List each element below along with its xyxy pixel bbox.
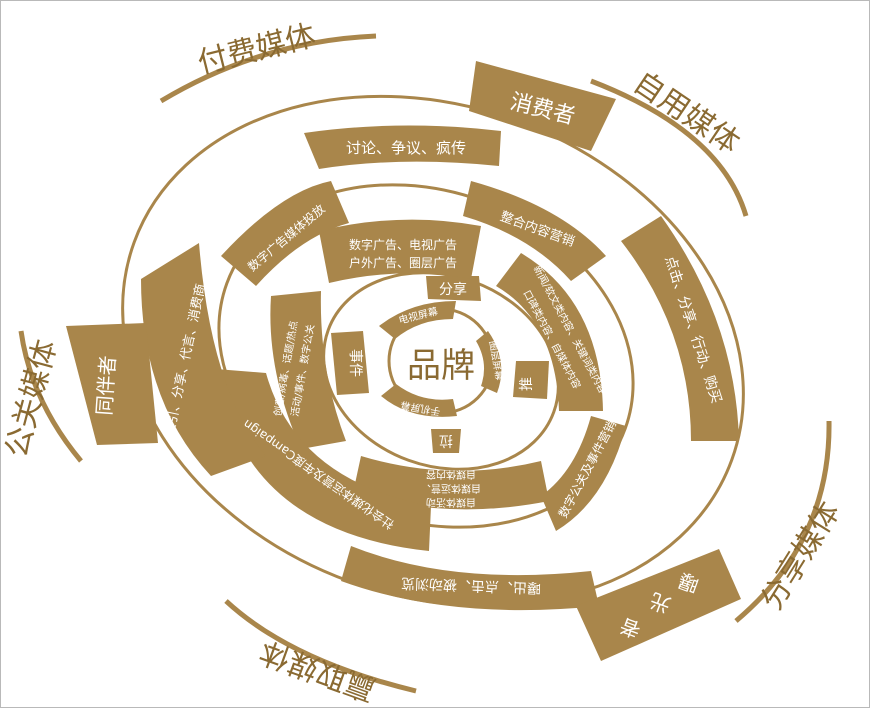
ring4 — [216, 181, 626, 551]
ring5-discuss-label: 讨论、争议、疯传 — [346, 139, 466, 157]
shared-media-label: 分享媒体 — [754, 496, 847, 616]
ring4-seg-adplacement — [221, 181, 349, 286]
ring5-seg-exposure — [341, 546, 599, 611]
ring2-seg-pull — [431, 429, 461, 453]
ring3-self-label-2: 自媒体运营、 — [421, 482, 481, 495]
ring2-pull-label: 拉 — [439, 432, 453, 448]
ring3-seg-content — [496, 253, 603, 411]
ring1-seg-phone — [381, 384, 457, 417]
owned-media-label: 自用媒体 — [627, 65, 746, 161]
ring3-seg-selfmedia — [353, 456, 549, 510]
ring1-seg-tv — [379, 301, 456, 339]
ring2-seg-event — [331, 331, 369, 395]
earned-arc — [224, 599, 417, 694]
ring3-ads-label-2: 户外广告、圈层广告 — [349, 255, 457, 270]
ring2 — [331, 276, 549, 453]
ring3 — [270, 219, 603, 510]
ring5-seg-discuss — [304, 125, 501, 169]
ring2-push-label: 推 — [519, 377, 535, 391]
shared-arc — [734, 420, 832, 623]
ring3-self-label-3: 自媒体活动 — [426, 496, 476, 509]
owned-arc — [590, 78, 749, 217]
pr-media-label: 公关媒体 — [1, 336, 64, 461]
ring3-self-label-1: 自媒体内容 — [426, 468, 476, 481]
ring2-share-label: 分享 — [439, 281, 467, 298]
ring2-event-label: 事件 — [347, 349, 363, 377]
ring1-seg-circle — [476, 331, 502, 393]
ring4-seg-social — [216, 369, 431, 551]
exposer-box — [576, 549, 741, 661]
ring5 — [141, 125, 739, 611]
paid-media-label: 付费媒体 — [194, 18, 319, 81]
ring4-seg-pr — [541, 416, 626, 531]
ring4-seg-integrated — [463, 181, 606, 281]
ring1 — [379, 301, 502, 417]
ring5-seg-click — [621, 216, 739, 441]
ring2-seg-push — [513, 361, 549, 399]
pr-arc — [18, 330, 83, 463]
ring3-ads-label-1: 数字广告、电视广告 — [349, 237, 457, 252]
paid-arc — [159, 33, 377, 104]
ring3-seg-ads — [319, 219, 481, 283]
center-label: 品牌 — [407, 346, 475, 386]
companion-label: 同伴者 — [92, 355, 120, 417]
companion-box — [66, 323, 158, 445]
ring5-exposure-label: 曝出、点击、被动浏览 — [401, 575, 541, 596]
ring2-seg-share — [426, 276, 481, 301]
earned-media-label: 赢取媒体 — [255, 633, 380, 707]
ring3-seg-creative — [270, 291, 346, 449]
ring5-seg-attract — [141, 243, 266, 476]
consumer-box — [469, 61, 616, 151]
outer-boxes — [66, 61, 741, 661]
